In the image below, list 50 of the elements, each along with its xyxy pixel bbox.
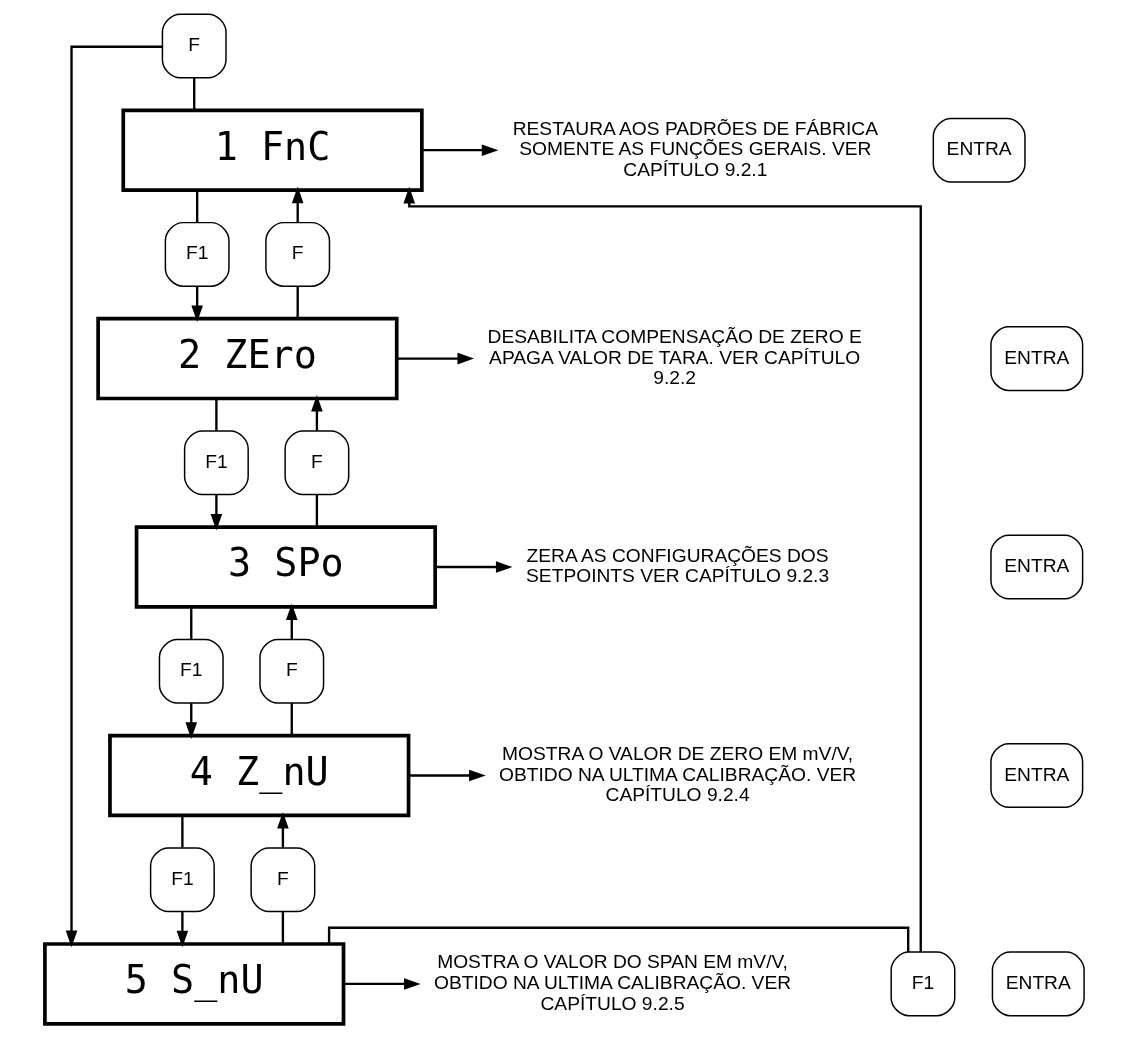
arrow <box>285 603 298 639</box>
arrow <box>311 395 323 431</box>
arrow <box>396 352 475 365</box>
node-text: RESTAURA AOS PADRÕES DE FÁBRICA SOMENTE AS FUNÇÕES GERAIS. VER CAPÍTULO 9.2.1 <box>512 117 878 180</box>
node-box: F <box>284 430 350 496</box>
arrow <box>65 45 162 948</box>
node-text: MOSTRA O VALOR DE ZERO EM mV/V, OBTIDO NA ULTIMA CALIBRAÇÃO. VER CAPÍTULO 9.2.4 <box>499 742 857 806</box>
connector <box>181 815 184 848</box>
connector <box>296 286 299 319</box>
node-box: ENTRA <box>932 117 1026 183</box>
node-box: 1 FnC <box>121 108 424 192</box>
node-box: F1 <box>149 847 215 913</box>
node-box: F1 <box>183 430 249 496</box>
node-box: 5 S_nU <box>43 942 346 1026</box>
arrow <box>344 978 421 990</box>
connector <box>190 607 193 639</box>
connector <box>196 190 199 223</box>
node-box: F1 <box>164 221 230 287</box>
node-box: ENTRA <box>990 742 1084 808</box>
arrow <box>291 186 304 223</box>
node-box: F1 <box>158 638 224 704</box>
arrow <box>210 494 223 531</box>
node-box: ENTRA <box>991 951 1085 1017</box>
arrow <box>191 286 203 323</box>
connector <box>193 77 196 111</box>
node-box: ENTRA <box>990 534 1084 600</box>
arrow <box>185 703 198 739</box>
arrow <box>435 561 513 573</box>
node-box: F <box>161 13 227 79</box>
connector <box>281 911 285 944</box>
connector <box>315 494 319 527</box>
arrow <box>403 186 922 952</box>
connector <box>290 703 293 736</box>
arrow <box>277 811 289 848</box>
node-box: ENTRA <box>990 326 1084 392</box>
node-text: MOSTRA O VALOR DO SPAN EM mV/V, OBTIDO NA ULTIMA CALIBRAÇÃO. VER CAPÍTULO 9.2.5 <box>433 951 792 1014</box>
node-box: 2 ZEro <box>96 316 399 401</box>
arrow <box>409 769 486 782</box>
arrow <box>422 144 499 156</box>
connector <box>215 398 218 431</box>
node-box: F <box>250 847 316 913</box>
arrow <box>176 911 189 948</box>
connector <box>327 926 910 952</box>
node-box: 3 SPo <box>134 525 437 609</box>
node-box: F <box>265 221 331 287</box>
node-box: F1 <box>890 951 956 1017</box>
node-text: DESABILITA COMPENSAÇÃO DE ZERO E APAGA VALOR DE TARA. VER CAPÍTULO 9.2.2 <box>487 325 862 389</box>
node-box: F <box>259 638 325 704</box>
node-text: ZERA AS CONFIGURAÇÕES DOS SETPOINTS VER CAPÍTULO 9.2.3 <box>526 544 830 587</box>
node-box: 4 Z_nU <box>108 733 411 818</box>
